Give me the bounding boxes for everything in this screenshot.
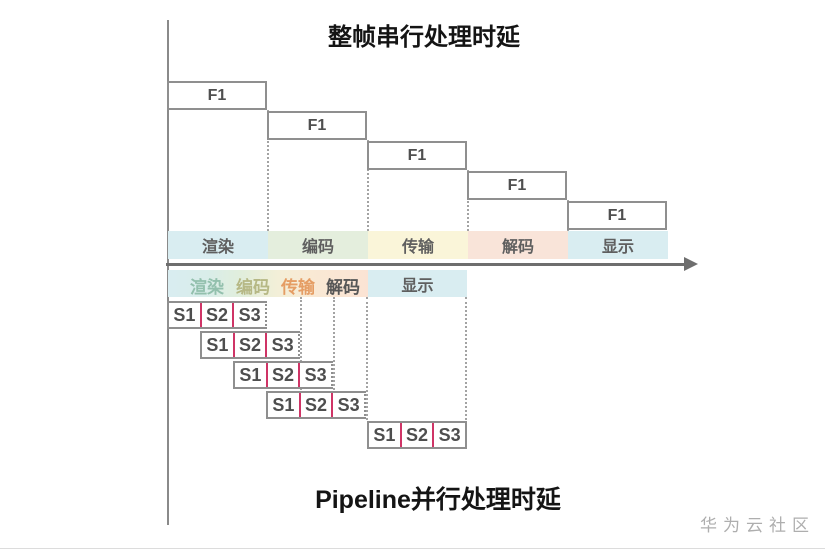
- slice-row-5: S1 S2 S3: [367, 421, 467, 449]
- time-axis-arrowhead-icon: [684, 257, 698, 271]
- slice-cell: S2: [265, 363, 299, 387]
- dotted-guide-line: [300, 297, 302, 390]
- dotted-guide-line: [467, 170, 469, 231]
- slice-row-4: S1 S2 S3: [266, 391, 366, 419]
- merged-stage-label-decode: 解码: [326, 278, 360, 297]
- stage-cell-display: 显示: [568, 231, 668, 259]
- slice-cell: S3: [331, 393, 364, 417]
- pipeline-section-title: Pipeline并行处理时延: [315, 486, 561, 514]
- frame-box-transmit: F1: [367, 141, 467, 170]
- dotted-guide-line: [366, 297, 368, 420]
- frame-box-display: F1: [567, 201, 667, 230]
- slice-cell: S2: [298, 393, 332, 417]
- serial-section-title: 整帧串行处理时延: [328, 24, 520, 51]
- merged-stage-label-transmit: 传输: [281, 278, 315, 297]
- dotted-guide-line: [267, 110, 269, 231]
- pipeline-display-stage-bar: 显示: [368, 270, 467, 297]
- dotted-guide-line: [367, 140, 369, 231]
- dotted-guide-line: [465, 297, 467, 420]
- stage-cell-render: 渲染: [168, 231, 268, 259]
- frame-box-encode: F1: [267, 111, 367, 140]
- slice-row-2: S1 S2 S3: [200, 331, 300, 359]
- merged-stage-label-encode: 编码: [236, 278, 270, 297]
- slice-cell: S3: [265, 333, 298, 357]
- slice-cell: S2: [399, 423, 433, 447]
- slice-row-3: S1 S2 S3: [233, 361, 333, 389]
- pipeline-merged-stage-bar: [168, 270, 368, 297]
- stage-cell-decode: 解码: [468, 231, 568, 259]
- stage-cell-encode: 编码: [268, 231, 368, 259]
- time-axis-line: [166, 263, 686, 266]
- slice-row-1: S1 S2 S3: [167, 301, 267, 329]
- slice-cell: S3: [298, 363, 331, 387]
- slice-cell: S3: [432, 423, 465, 447]
- slice-cell: S2: [232, 333, 266, 357]
- stage-cell-transmit: 传输: [368, 231, 468, 259]
- slice-cell: S1: [206, 334, 229, 355]
- slice-cell: S1: [173, 304, 196, 325]
- watermark-text: 华为云社区: [700, 516, 815, 535]
- slice-cell: S1: [373, 424, 396, 445]
- bottom-divider: [0, 548, 825, 549]
- slice-cell: S1: [272, 394, 295, 415]
- dotted-guide-line: [333, 297, 335, 390]
- merged-stage-label-render: 渲染: [190, 278, 224, 297]
- frame-box-render: F1: [167, 81, 267, 110]
- slice-cell: S3: [232, 303, 265, 327]
- frame-box-decode: F1: [467, 171, 567, 200]
- slice-cell: S1: [239, 364, 262, 385]
- slice-cell: S2: [199, 303, 233, 327]
